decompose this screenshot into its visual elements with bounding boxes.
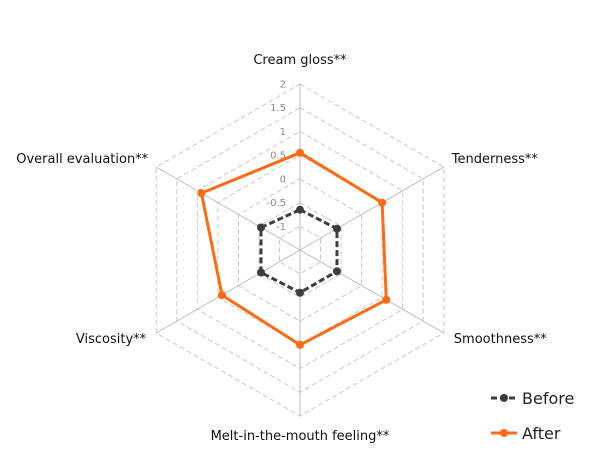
axis-spoke-1 [299,166,445,251]
tick-label: 1 [280,127,286,138]
data-point-before-5 [257,223,265,232]
legend-before-marker [500,394,508,402]
axis-spoke-4 [155,249,301,334]
data-point-before-0 [296,205,304,214]
tick-label: 1.5 [270,103,286,114]
series-before [257,205,341,297]
tick-label: -1 [276,222,286,233]
data-point-after-4 [218,291,226,300]
series-line-after [199,151,388,347]
data-point-before-2 [333,267,341,276]
legend: Before After [491,389,574,443]
data-point-after-5 [197,189,206,198]
data-point-before-1 [333,224,341,233]
data-point-before-4 [257,268,265,277]
data-point-after-0 [296,148,304,157]
tick-label: -0.5 [266,198,286,209]
axis-spoke-5 [155,166,301,251]
legend-after-marker [500,429,508,437]
radial-tick-labels: 2 1.5 1 0.5 0 -0.5 -1 [266,80,286,233]
tick-label: 0 [280,174,286,185]
radar-series [197,148,391,349]
axis-label-4: Viscosity** [76,332,147,347]
axis-label-5: Overall evaluation** [16,152,148,167]
axis-label-3: Melt-in-the-mouth feeling** [211,429,390,444]
legend-item-before: Before [491,389,574,408]
axis-label-1: Tenderness** [451,152,539,167]
axis-spoke-2 [299,249,445,334]
series-after [197,148,391,349]
data-point-before-3 [296,288,304,297]
legend-after-label: After [522,424,561,443]
axis-label-0: Cream gloss** [253,53,347,68]
tick-label: 0.5 [270,151,286,162]
data-point-after-2 [382,295,391,304]
data-point-after-3 [296,340,304,349]
axis-label-2: Smoothness** [454,332,547,347]
legend-before-label: Before [522,389,574,408]
legend-item-after: After [491,424,561,443]
data-point-after-1 [378,198,387,207]
axis-labels: Cream gloss** Tenderness** Smoothness** Mel… [16,53,547,444]
series-line-before [259,208,339,295]
tick-label: 2 [280,80,286,91]
radar-axes [155,84,445,416]
